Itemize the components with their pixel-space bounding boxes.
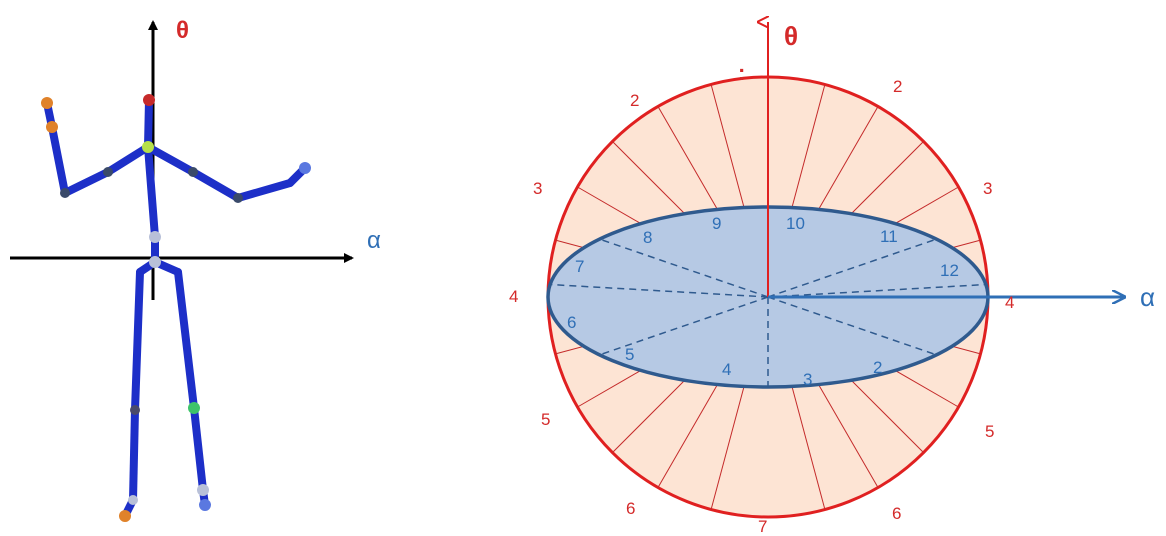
bone-left-wrist-hand [48, 123, 69, 197]
inner-label-8: 8 [643, 228, 652, 247]
bone-left-shin [129, 406, 139, 504]
joint-right-wrist [233, 193, 243, 203]
joint-head [143, 94, 155, 106]
inner-label-12: 12 [940, 261, 959, 280]
bone-right-shin [190, 404, 207, 494]
skeleton-joints [41, 94, 311, 522]
outer-label-6-left: 6 [626, 499, 635, 518]
joint-right-ankle [197, 484, 209, 496]
bone-spine [144, 143, 159, 241]
outer-label-5-right: 5 [985, 422, 994, 441]
skeleton-figure: θ α [10, 17, 381, 522]
inner-label-5: 5 [625, 345, 634, 364]
bone-neck-left-elbow [104, 143, 152, 176]
outer-label-4-right: 4 [1005, 293, 1014, 312]
inner-sector-line [767, 238, 937, 298]
outer-label-6-right: 6 [892, 504, 901, 523]
joint-neck [142, 141, 154, 153]
bone-head-neck [144, 96, 153, 151]
theta-axis-label: θ [784, 21, 798, 51]
bone-right-wrist-hand [234, 179, 294, 202]
joint-left-elbow [103, 167, 113, 177]
alpha-axis-label: α [367, 227, 381, 254]
inner-label-9: 9 [712, 214, 721, 233]
inner-label-6: 6 [567, 313, 576, 332]
joint-right-hand [299, 162, 311, 174]
bone-right-elbow-wrist [189, 168, 242, 202]
inner-sector-line [599, 296, 769, 356]
alpha-axis-label: α [1140, 282, 1155, 312]
joint-hip-center [149, 256, 161, 268]
outer-label-5-left: 5 [541, 410, 550, 429]
outer-label-2-left: 2 [630, 91, 639, 110]
joint-left-ankle [128, 495, 138, 505]
joint-left-hand [46, 121, 58, 133]
outer-sector-labels: 2 2 3 3 4 4 5 5 6 6 7 [509, 77, 1014, 536]
inner-label-3: 3 [803, 370, 812, 389]
outer-label-3-left: 3 [533, 179, 542, 198]
inner-sector-line [550, 283, 769, 298]
bone-left-thigh [131, 268, 144, 414]
joint-left-wrist [60, 188, 70, 198]
inner-label-11: 11 [880, 227, 898, 246]
inner-sector-line [767, 296, 937, 356]
joint-right-foot [199, 499, 211, 511]
inner-sector-lines [550, 238, 986, 387]
inner-label-4: 4 [722, 360, 731, 379]
outer-label-2-right: 2 [893, 77, 902, 96]
theta-axis-label: θ [176, 17, 189, 44]
joint-right-knee [188, 402, 200, 414]
outer-label-7-bottom: 7 [758, 517, 767, 536]
inner-label-7: 7 [575, 257, 584, 276]
inner-label-2: 2 [873, 358, 882, 377]
bone-neck-right-elbow [144, 143, 197, 176]
outer-label-3-right: 3 [983, 179, 992, 198]
joint-left-knee [130, 405, 140, 415]
joint-spine [149, 231, 161, 243]
joint-left-foot [119, 510, 131, 522]
bone-left-elbow-wrist [61, 168, 112, 197]
inner-label-10: 10 [786, 214, 805, 233]
bone-right-thigh [174, 268, 198, 412]
inner-sector-labels: 8 9 10 11 12 7 6 5 4 3 2 [567, 214, 959, 389]
skeleton-bones [43, 96, 309, 520]
joint-right-elbow [188, 167, 198, 177]
joint-left-hand-tip [41, 97, 53, 109]
outer-label-4-left: 4 [509, 287, 518, 306]
top-tick-label: : [738, 60, 745, 85]
inner-sector-line [767, 283, 986, 298]
inner-sector-line [599, 238, 769, 298]
polar-diagram: θ : α 2 2 3 3 4 4 5 5 6 6 7 8 9 10 11 12… [509, 21, 1155, 536]
